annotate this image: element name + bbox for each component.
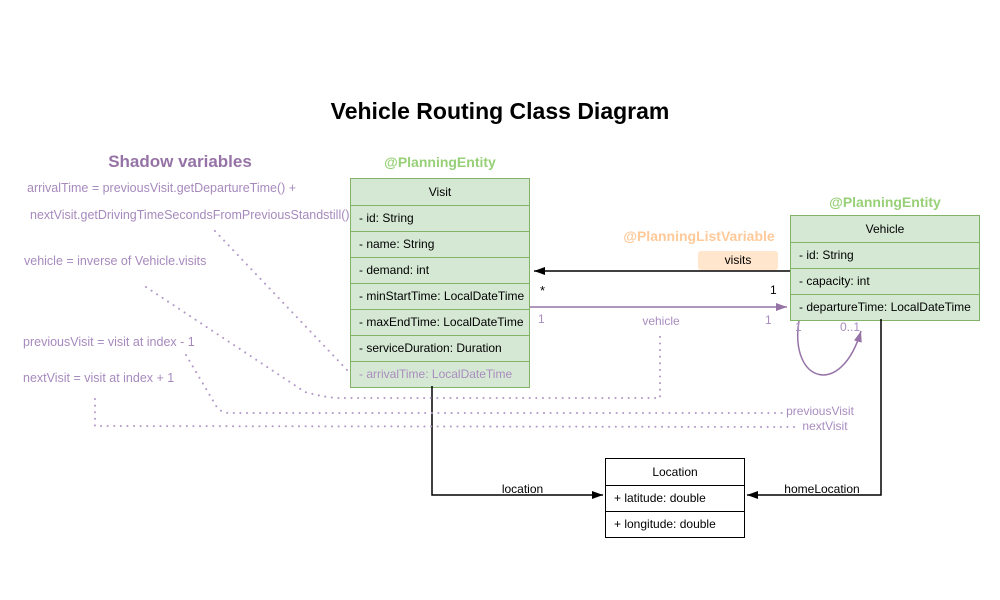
vehicle-class-name: Vehicle: [865, 222, 905, 236]
annotation-vehicle-inverse: vehicle = inverse of Vehicle.visits: [24, 254, 207, 268]
vehicle-stereotype: @PlanningEntity: [829, 194, 941, 210]
visit-field-minstarttime: - minStartTime: LocalDateTime: [351, 283, 529, 309]
location-field-longitude: + longitude: double: [606, 511, 744, 537]
previousvisit-edge-label: previousVisit: [786, 404, 854, 418]
vehicle-edge-multiplicity-left: 1: [538, 312, 545, 326]
location-class-name: Location: [652, 465, 698, 479]
shadow-variables-heading: Shadow variables: [108, 152, 252, 171]
vehicle-field-departuretime: - departureTime: LocalDateTime: [791, 294, 979, 320]
vehicle-edge-label: vehicle: [642, 314, 680, 328]
annotation-arrivaltime-line1: arrivalTime = previousVisit.getDeparture…: [27, 181, 297, 195]
visit-field-serviceduration: - serviceDuration: Duration: [351, 335, 529, 361]
visit-stereotype: @PlanningEntity: [384, 154, 496, 170]
planning-list-variable-stereotype: @PlanningListVariable: [623, 228, 775, 244]
visit-field-arrivaltime: - arrivalTime: LocalDateTime: [351, 361, 529, 387]
loop-multiplicity-zero-one: 0..1: [840, 320, 861, 334]
visit-class-name: Visit: [428, 185, 452, 199]
visit-class-box: Visit - id: String - name: String - dema…: [350, 178, 530, 388]
visits-multiplicity-one: 1: [770, 283, 777, 297]
visit-field-name: - name: String: [351, 231, 529, 257]
vehicle-class-box: Vehicle - id: String - capacity: int - d…: [790, 215, 980, 321]
visits-multiplicity-star: *: [540, 283, 546, 298]
annotation-previousvisit: previousVisit = visit at index - 1: [23, 335, 195, 349]
annotation-arrivaltime-line2: nextVisit.getDrivingTimeSecondsFromPrevi…: [30, 208, 350, 222]
loop-multiplicity-one: 1: [795, 320, 802, 334]
vehicle-field-capacity: - capacity: int: [791, 268, 979, 294]
vehicle-field-id: - id: String: [791, 242, 979, 268]
vehicle-edge-multiplicity-right: 1: [765, 313, 772, 327]
location-edge-label: location: [501, 482, 544, 496]
visit-field-maxendtime: - maxEndTime: LocalDateTime: [351, 309, 529, 335]
dotted-link-nextvisit: [94, 398, 800, 428]
location-class-box: Location + latitude: double + longitude:…: [605, 458, 745, 538]
annotation-nextvisit: nextVisit = visit at index + 1: [23, 371, 175, 385]
location-field-latitude: + latitude: double: [606, 485, 744, 511]
visits-edge-label: visits: [698, 251, 778, 270]
nextvisit-edge-label: nextVisit: [802, 419, 848, 433]
page-title: Vehicle Routing Class Diagram: [330, 98, 670, 124]
dotted-link-arrivaltime: [214, 230, 349, 372]
homelocation-edge-label: homeLocation: [784, 482, 860, 496]
location-arrow: [431, 386, 603, 499]
visit-field-id: - id: String: [351, 205, 529, 231]
visit-field-demand: - demand: int: [351, 257, 529, 283]
